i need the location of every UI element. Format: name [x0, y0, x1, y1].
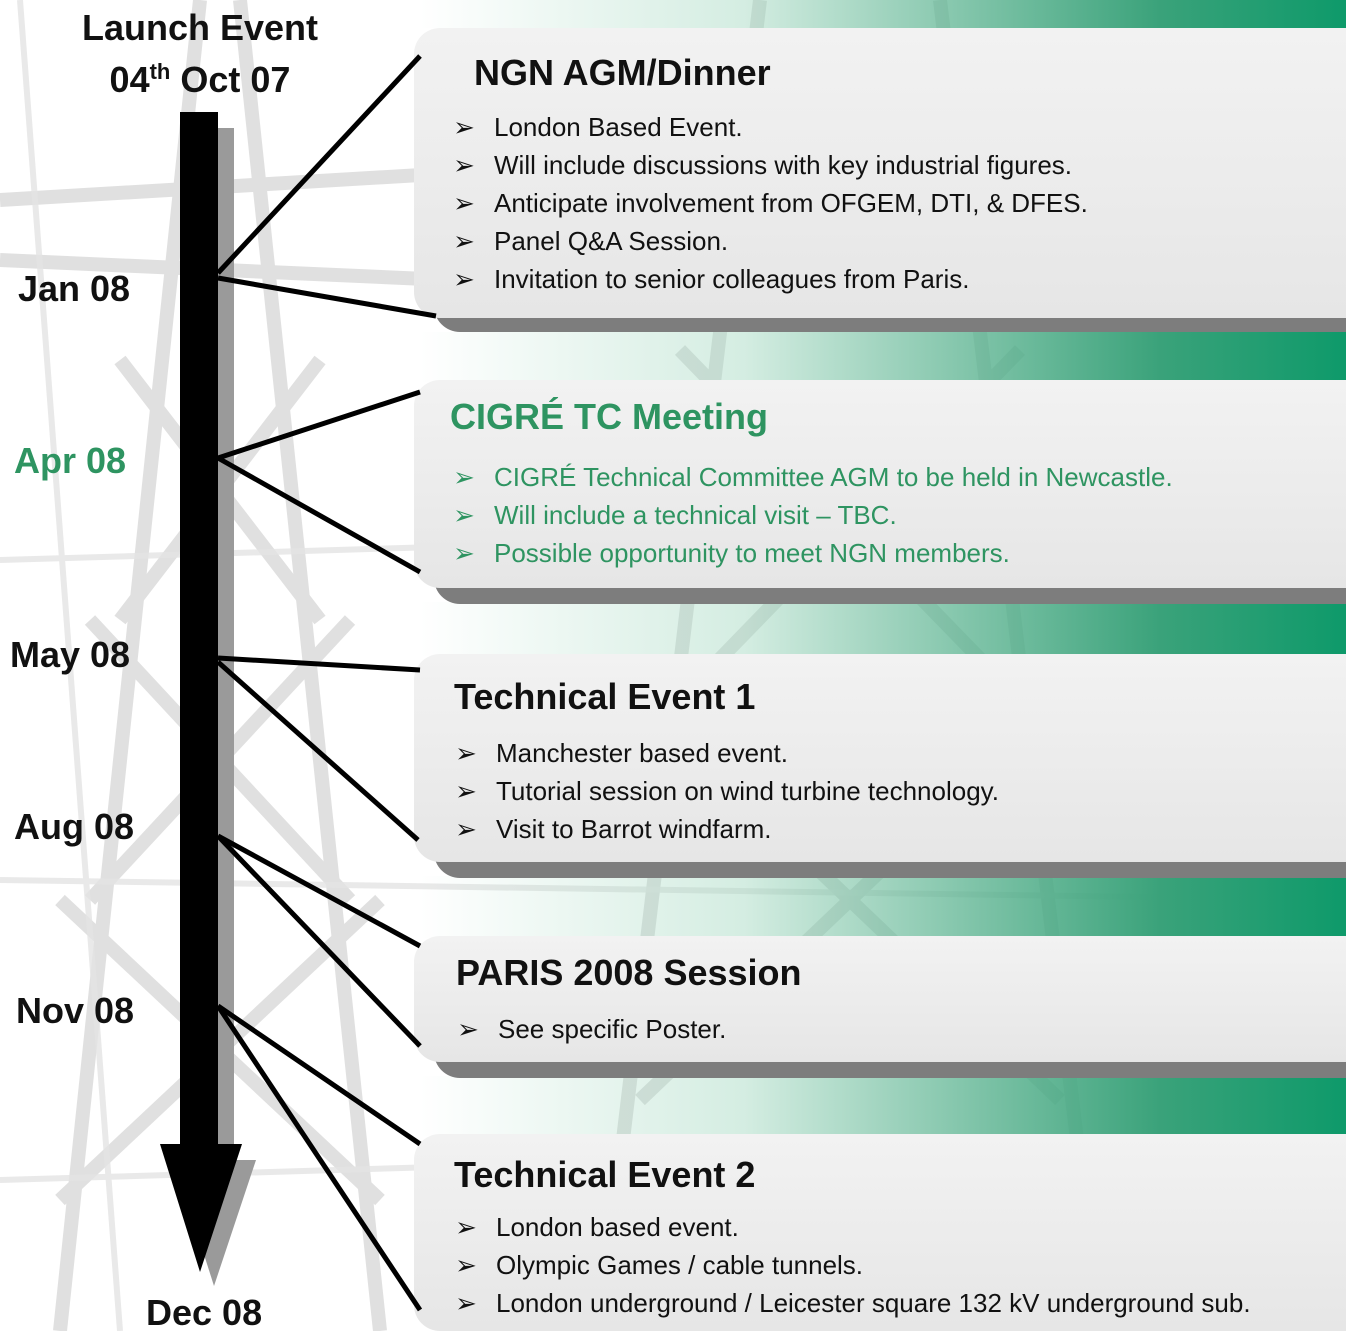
event-bullet-list: ➢ See specific Poster. [454, 1010, 726, 1048]
launch-date-rest: Oct 07 [180, 59, 291, 100]
arrow-bullet-icon: ➢ [453, 188, 475, 218]
launch-date-suffix: th [149, 59, 171, 84]
event-bullet-item: ➢ Invitation to senior colleagues from Pa… [450, 260, 1088, 298]
bullet-text: London based event. [496, 1212, 739, 1242]
launch-event-date: 04th Oct 07 [60, 50, 340, 102]
event-bullet-list: ➢ London based event. ➢ Olympic Games / ca… [452, 1208, 1251, 1322]
event-card-ngn-agm: NGN AGM/Dinner ➢ London Based Event. ➢ Wil… [414, 28, 1346, 318]
arrow-bullet-icon: ➢ [453, 112, 475, 142]
arrow-bullet-icon: ➢ [455, 776, 477, 806]
event-bullet-item: ➢ Manchester based event. [452, 734, 999, 772]
event-title: Technical Event 2 [454, 1154, 756, 1195]
event-bullet-item: ➢ Anticipate involvement from OFGEM, DTI,… [450, 184, 1088, 222]
launch-event-title: Launch Event [81, 7, 319, 48]
event-card-technical-event-2: Technical Event 2 ➢ London based event. ➢… [414, 1134, 1346, 1331]
event-bullet-item: ➢ Will include a technical visit – TBC. [450, 496, 1173, 534]
arrow-bullet-icon: ➢ [455, 1212, 477, 1242]
arrow-bullet-icon: ➢ [453, 462, 475, 492]
event-bullet-item: ➢ Panel Q&A Session. [450, 222, 1088, 260]
event-bullet-item: ➢ London Based Event. [450, 108, 1088, 146]
launch-date-day: 04 [109, 59, 150, 100]
bullet-text: Possible opportunity to meet NGN members… [494, 538, 1010, 568]
bullet-text: Anticipate involvement from OFGEM, DTI, … [494, 188, 1088, 218]
arrow-bullet-icon: ➢ [455, 738, 477, 768]
arrow-bullet-icon: ➢ [455, 1250, 477, 1280]
arrow-bullet-icon: ➢ [455, 814, 477, 844]
bullet-text: London Based Event. [494, 112, 743, 142]
event-bullet-item: ➢ See specific Poster. [454, 1010, 726, 1048]
event-card-technical-event-1: Technical Event 1 ➢ Manchester based even… [414, 654, 1346, 862]
event-bullet-list: ➢ London Based Event. ➢ Will include discu… [450, 108, 1088, 298]
event-bullet-item: ➢ London based event. [452, 1208, 1251, 1246]
arrow-bullet-icon: ➢ [453, 226, 475, 256]
bullet-text: See specific Poster. [498, 1014, 727, 1044]
arrow-bullet-icon: ➢ [453, 264, 475, 294]
bullet-text: Visit to Barrot windfarm. [496, 814, 772, 844]
event-bullet-list: ➢ CIGRÉ Technical Committee AGM to be hel… [450, 458, 1173, 572]
event-bullet-item: ➢ Tutorial session on wind turbine techno… [452, 772, 999, 810]
event-bullet-item: ➢ Possible opportunity to meet NGN member… [450, 534, 1173, 572]
green-band [420, 0, 1346, 28]
green-band [420, 332, 1346, 382]
green-band [420, 1076, 1346, 1136]
event-bullet-item: ➢ Will include discussions with key indus… [450, 146, 1088, 184]
event-bullet-item: ➢ Olympic Games / cable tunnels. [452, 1246, 1251, 1284]
date-label-may-08: May 08 [10, 634, 131, 675]
event-card-cigre-tc: CIGRÉ TC Meeting ➢ CIGRÉ Technical Commit… [414, 380, 1346, 588]
event-card-paris-2008: PARIS 2008 Session ➢ See specific Poster. [414, 936, 1346, 1062]
bullet-text: Will include discussions with key indust… [494, 150, 1073, 180]
date-label-aug-08: Aug 08 [14, 806, 135, 847]
event-title: CIGRÉ TC Meeting [450, 396, 769, 437]
launch-event-heading: Launch Event 04th Oct 07 [60, 6, 340, 102]
event-title: NGN AGM/Dinner [474, 52, 771, 93]
bullet-text: Olympic Games / cable tunnels. [496, 1250, 864, 1280]
event-bullet-item: ➢ CIGRÉ Technical Committee AGM to be hel… [450, 458, 1173, 496]
bullet-text: Panel Q&A Session. [494, 226, 729, 256]
bullet-text: Manchester based event. [496, 738, 788, 768]
arrow-bullet-icon: ➢ [453, 538, 475, 568]
bullet-text: Tutorial session on wind turbine technol… [496, 776, 999, 806]
date-label-apr-08: Apr 08 [14, 440, 127, 481]
arrow-bullet-icon: ➢ [453, 500, 475, 530]
event-bullet-item: ➢ Visit to Barrot windfarm. [452, 810, 999, 848]
event-bullet-item: ➢ London underground / Leicester square 1… [452, 1284, 1251, 1322]
event-title: Technical Event 1 [454, 676, 756, 717]
date-label-dec-08: Dec 08 [146, 1292, 263, 1333]
date-label-nov-08: Nov 08 [16, 990, 135, 1031]
arrow-bullet-icon: ➢ [455, 1288, 477, 1318]
arrow-bullet-icon: ➢ [457, 1014, 479, 1044]
green-band [420, 602, 1346, 656]
event-title: PARIS 2008 Session [456, 952, 802, 993]
date-label-jan-08: Jan 08 [18, 268, 131, 309]
arrow-bullet-icon: ➢ [453, 150, 475, 180]
bullet-text: Will include a technical visit – TBC. [494, 500, 897, 530]
bullet-text: Invitation to senior colleagues from Par… [494, 264, 970, 294]
bullet-text: London underground / Leicester square 13… [496, 1288, 1251, 1318]
bullet-text: CIGRÉ Technical Committee AGM to be held… [494, 462, 1173, 492]
green-band [420, 876, 1346, 938]
event-bullet-list: ➢ Manchester based event. ➢ Tutorial sessi… [452, 734, 999, 848]
